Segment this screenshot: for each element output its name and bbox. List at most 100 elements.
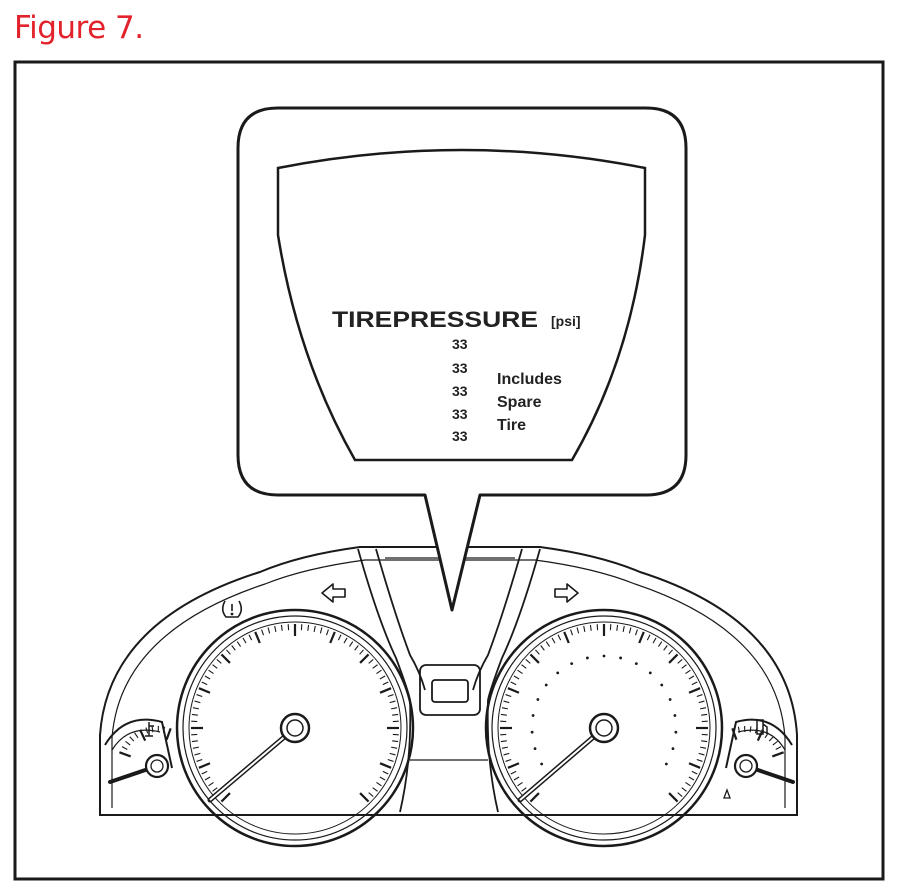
temperature-tick: [151, 726, 154, 733]
speedometer-tick: [220, 792, 231, 803]
tpms-warning-icon: [221, 600, 243, 618]
tachometer-tick: [510, 681, 517, 686]
tachometer-tick: [698, 700, 705, 704]
speedometer-tick: [376, 781, 382, 787]
tachometer-tick: [517, 781, 523, 787]
temperature-tick: [129, 736, 135, 742]
tachometer-tick: [501, 707, 508, 710]
tachometer-dot: [668, 698, 672, 701]
speedometer-tick: [220, 653, 231, 664]
tachometer-tick: [681, 664, 687, 669]
fuel-tick: [756, 729, 764, 742]
tachometer-tick: [507, 687, 520, 694]
speedometer-tick: [274, 625, 277, 632]
speedometer-tick: [387, 758, 394, 762]
tachometer-tick: [696, 758, 703, 762]
tachometer-tick: [545, 641, 551, 647]
speedometer-tick: [201, 681, 208, 686]
fuel-tick: [731, 728, 738, 741]
speedometer-tick: [379, 687, 392, 694]
fuel-tick: [768, 736, 774, 742]
tire-pressure-value-3: 33: [452, 383, 468, 399]
speedometer-tick: [204, 675, 211, 680]
right-turn-signal-icon: [554, 583, 579, 603]
fuel-gauge: [725, 718, 795, 784]
speedometer-tick: [192, 746, 199, 749]
speedometer-tick: [329, 631, 336, 644]
tachometer-tick: [688, 762, 701, 769]
speedometer-tick: [391, 746, 398, 749]
tachometer-dot: [671, 747, 675, 751]
temperature-tick: [134, 732, 139, 739]
temperature-tick: [139, 729, 147, 742]
tachometer-tick: [700, 707, 707, 710]
tachometer-tick: [634, 629, 638, 636]
tachometer-hub: [588, 712, 620, 744]
tachometer-tick: [685, 781, 691, 787]
tachometer-gauge: [484, 608, 724, 848]
speedometer-tick: [204, 776, 211, 781]
tachometer-dot: [533, 747, 537, 751]
speedometer-tick: [382, 681, 389, 686]
tachometer-tick: [517, 669, 523, 675]
tachometer-tick: [696, 694, 703, 698]
tachometer-tick: [505, 694, 512, 698]
temperature-hub: [144, 753, 170, 779]
tachometer-tick: [570, 629, 574, 636]
tachometer-tick: [701, 713, 708, 716]
speedometer-tick: [236, 641, 242, 647]
temperature-gauge: [104, 718, 173, 784]
tachometer-tick: [691, 681, 698, 686]
tachometer-tick: [529, 653, 540, 664]
tachometer-dot: [660, 683, 664, 687]
tachometer-tick: [652, 637, 657, 644]
fuel-tick: [749, 726, 752, 733]
tachometer-tick: [500, 713, 507, 716]
temperature-tick: [145, 727, 149, 734]
tachometer-tick: [698, 752, 705, 756]
tachometer-tick: [510, 770, 517, 775]
tachometer-tick: [668, 649, 673, 655]
speedometer-tick: [194, 700, 201, 704]
temperature-tick: [121, 746, 128, 750]
tachometer-tick: [701, 740, 708, 743]
tachometer-tick: [646, 634, 651, 641]
tachometer-dot: [648, 671, 652, 675]
speedometer-tick: [372, 664, 378, 669]
tire-pressure-value-5: 33: [452, 428, 468, 444]
speedometer-tick: [191, 740, 198, 743]
temperature-tick: [119, 751, 132, 758]
speedometer-tick: [212, 787, 218, 792]
speedometer-tick: [382, 770, 389, 775]
speedometer-tick: [254, 631, 261, 644]
tachometer-tick: [688, 776, 695, 781]
speedometer-tick: [343, 637, 348, 644]
fuel-tick: [771, 751, 784, 758]
speedometer-tick: [196, 758, 203, 762]
lcd-readout: TIREPRESSURE [psi] 33 33 33 33 33 Includ…: [332, 307, 581, 444]
tachometer-tick: [501, 746, 508, 749]
speedometer-tick: [191, 713, 198, 716]
center-pillar: [357, 548, 541, 813]
tachometer-tick: [540, 645, 545, 651]
tachometer-tick: [685, 669, 691, 675]
tachometer-tick: [505, 758, 512, 762]
speedometer-tick: [379, 776, 386, 781]
tachometer-dot: [530, 730, 534, 734]
tachometer-tick: [589, 624, 592, 631]
speedometer-tick: [325, 629, 329, 636]
speedometer-tick: [392, 740, 399, 743]
lcd-screen: [276, 148, 647, 462]
tachometer-tick: [513, 675, 520, 680]
speedometer-tick: [372, 787, 378, 792]
fuel-ticks: [731, 726, 784, 758]
tachometer-tick: [677, 659, 683, 664]
speedometer-tick: [216, 659, 222, 664]
temperature-tick: [125, 740, 131, 746]
tachometer-dot: [664, 762, 668, 766]
speedometer-tick: [376, 669, 382, 675]
fuel-tick: [772, 740, 778, 746]
speedometer-tick: [313, 625, 316, 632]
tachometer-tick: [583, 625, 586, 632]
